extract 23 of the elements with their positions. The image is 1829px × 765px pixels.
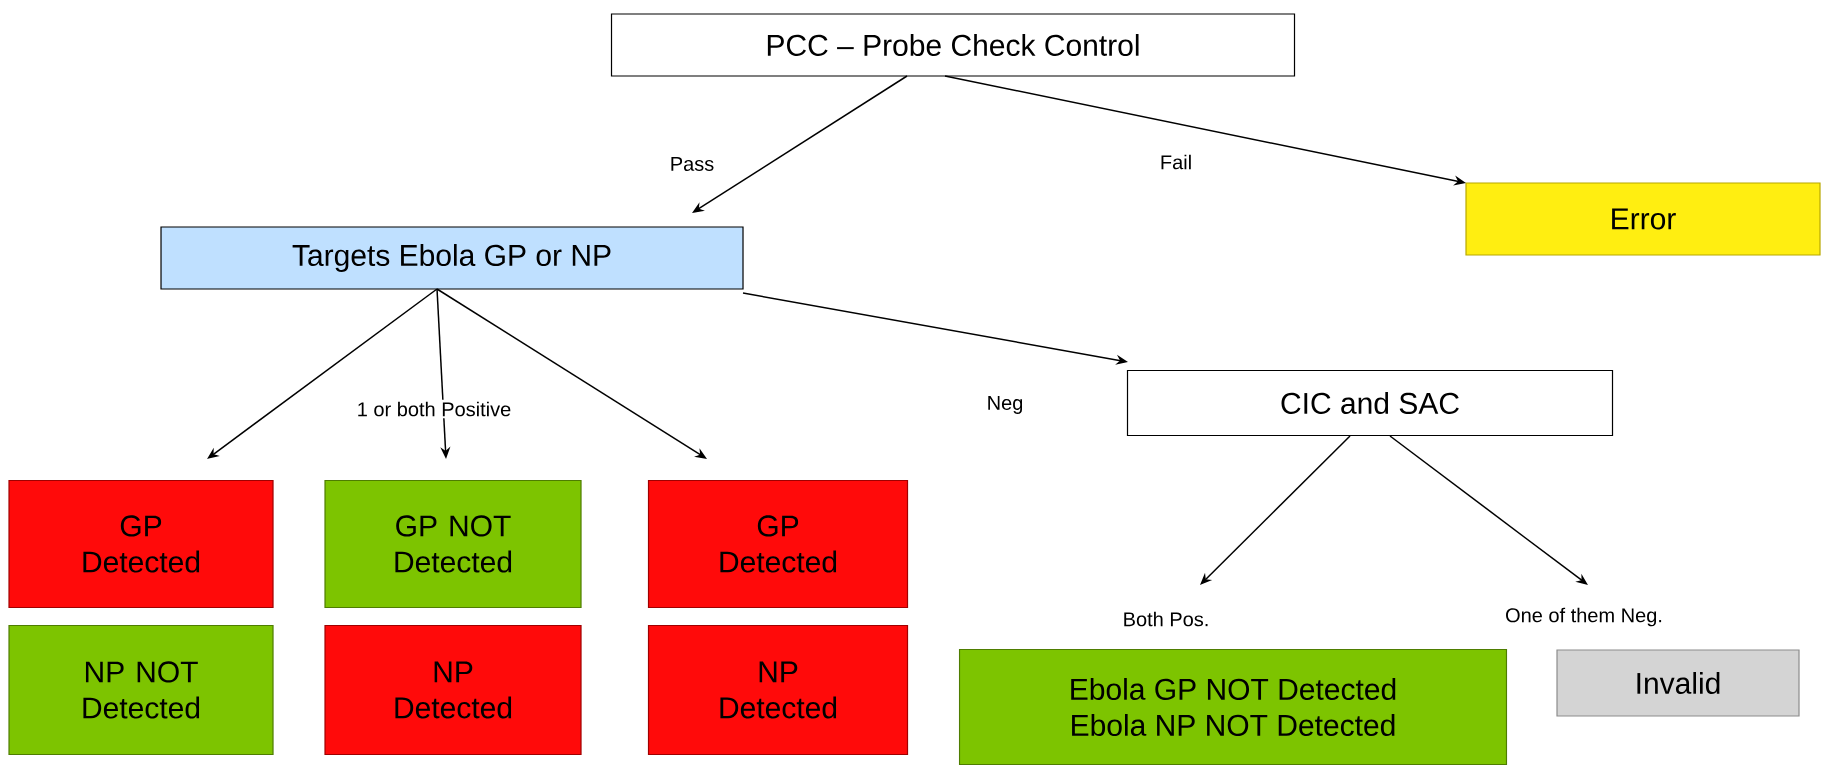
result-box: GP Detected	[8, 479, 274, 609]
result-box: Error	[1465, 182, 1821, 256]
result-box: Invalid	[1556, 649, 1800, 717]
edge-label: 1 or both Positive	[354, 399, 514, 419]
process-box: Targets Ebola GP or NP	[160, 226, 744, 290]
result-box: NP Detected	[324, 624, 582, 756]
result-box: NP NOT Detected	[8, 624, 274, 756]
arrow	[1389, 435, 1588, 585]
arrow	[207, 288, 438, 459]
result-box: NP Detected	[647, 624, 909, 756]
result-box: GP Detected	[647, 479, 909, 609]
arrow	[436, 288, 707, 459]
process-box: PCC – Probe Check Control	[610, 13, 1296, 77]
edge-label: Fail	[1157, 152, 1195, 172]
edge-label: One of them Neg.	[1503, 605, 1665, 629]
arrow	[692, 75, 908, 213]
edge-label: Neg	[984, 394, 1026, 416]
result-box: Ebola GP NOT Detected Ebola NP NOT Detected	[958, 648, 1508, 765]
result-box: GP NOT Detected	[324, 479, 582, 609]
arrow	[1200, 435, 1351, 585]
edge-label: Both Pos.	[1120, 609, 1212, 629]
process-box: CIC and SAC	[1126, 369, 1614, 437]
edge-label: Pass	[667, 155, 717, 173]
